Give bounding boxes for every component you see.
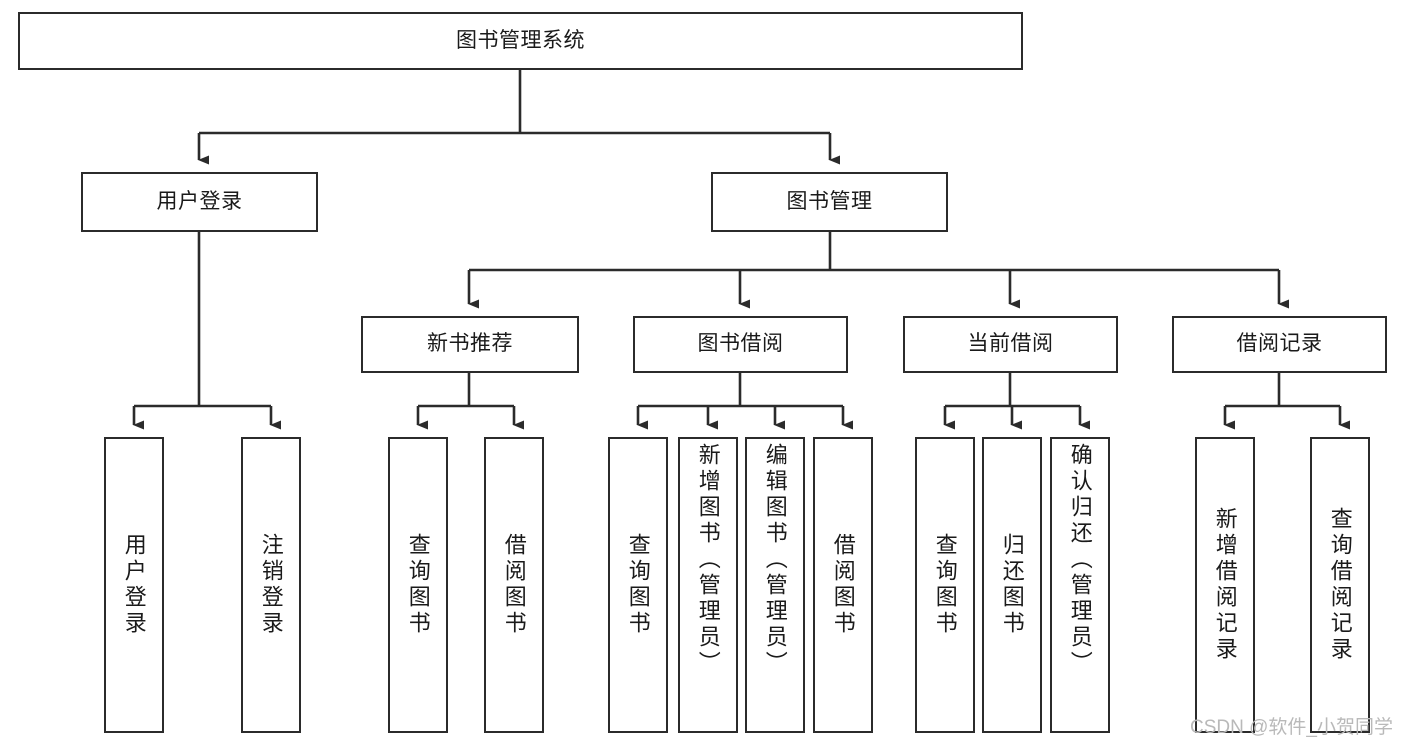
node-leaf-query-book-newbook-label: 查询图书: [405, 533, 431, 637]
node-leaf-return-book-label: 归还图书: [999, 533, 1025, 637]
node-leaf-query-book-current-label: 查询图书: [932, 533, 958, 637]
node-user-login[interactable]: 用户登录: [81, 172, 318, 232]
node-leaf-add-borrow-record-label: 新增借阅记录: [1212, 507, 1238, 663]
node-leaf-query-book-borrow-label: 查询图书: [625, 533, 651, 637]
node-leaf-edit-book-admin-label: 编辑图书（管理员）: [762, 443, 788, 677]
node-book-borrow[interactable]: 图书借阅: [633, 316, 848, 373]
node-user-login-label: 用户登录: [156, 189, 243, 213]
node-leaf-borrow-book-label: 借阅图书: [830, 533, 856, 637]
node-leaf-return-book[interactable]: 归还图书: [982, 437, 1042, 733]
node-leaf-query-borrow-record-label: 查询借阅记录: [1327, 507, 1353, 663]
node-leaf-confirm-return-admin-label: 确认归还（管理员）: [1067, 443, 1093, 677]
node-root-label: 图书管理系统: [456, 28, 585, 52]
node-leaf-add-borrow-record[interactable]: 新增借阅记录: [1195, 437, 1255, 733]
node-leaf-user-login-label: 用户登录: [121, 533, 147, 637]
node-book-management-label: 图书管理: [786, 189, 873, 213]
node-new-book-recommend[interactable]: 新书推荐: [361, 316, 579, 373]
node-book-management[interactable]: 图书管理: [711, 172, 948, 232]
node-leaf-confirm-return-admin[interactable]: 确认归还（管理员）: [1050, 437, 1110, 733]
node-leaf-user-login[interactable]: 用户登录: [104, 437, 164, 733]
node-leaf-query-book-newbook[interactable]: 查询图书: [388, 437, 448, 733]
node-book-borrow-label: 图书借阅: [697, 332, 784, 356]
csdn-watermark: CSDN @软件_小贺同学: [1190, 717, 1393, 738]
node-leaf-edit-book-admin[interactable]: 编辑图书（管理员）: [745, 437, 805, 733]
node-leaf-borrow-book-newbook-label: 借阅图书: [501, 533, 527, 637]
node-current-borrow[interactable]: 当前借阅: [903, 316, 1118, 373]
node-borrow-records-label: 借阅记录: [1236, 332, 1323, 356]
node-leaf-add-book-admin[interactable]: 新增图书（管理员）: [678, 437, 738, 733]
node-leaf-logout-label: 注销登录: [258, 533, 284, 637]
node-leaf-query-borrow-record[interactable]: 查询借阅记录: [1310, 437, 1370, 733]
node-current-borrow-label: 当前借阅: [967, 332, 1054, 356]
node-root[interactable]: 图书管理系统: [18, 12, 1023, 70]
node-leaf-logout[interactable]: 注销登录: [241, 437, 301, 733]
node-leaf-query-book-borrow[interactable]: 查询图书: [608, 437, 668, 733]
node-leaf-borrow-book-newbook[interactable]: 借阅图书: [484, 437, 544, 733]
node-leaf-query-book-current[interactable]: 查询图书: [915, 437, 975, 733]
node-new-book-recommend-label: 新书推荐: [427, 332, 513, 356]
node-leaf-borrow-book[interactable]: 借阅图书: [813, 437, 873, 733]
node-borrow-records[interactable]: 借阅记录: [1172, 316, 1387, 373]
node-leaf-add-book-admin-label: 新增图书（管理员）: [695, 443, 721, 677]
